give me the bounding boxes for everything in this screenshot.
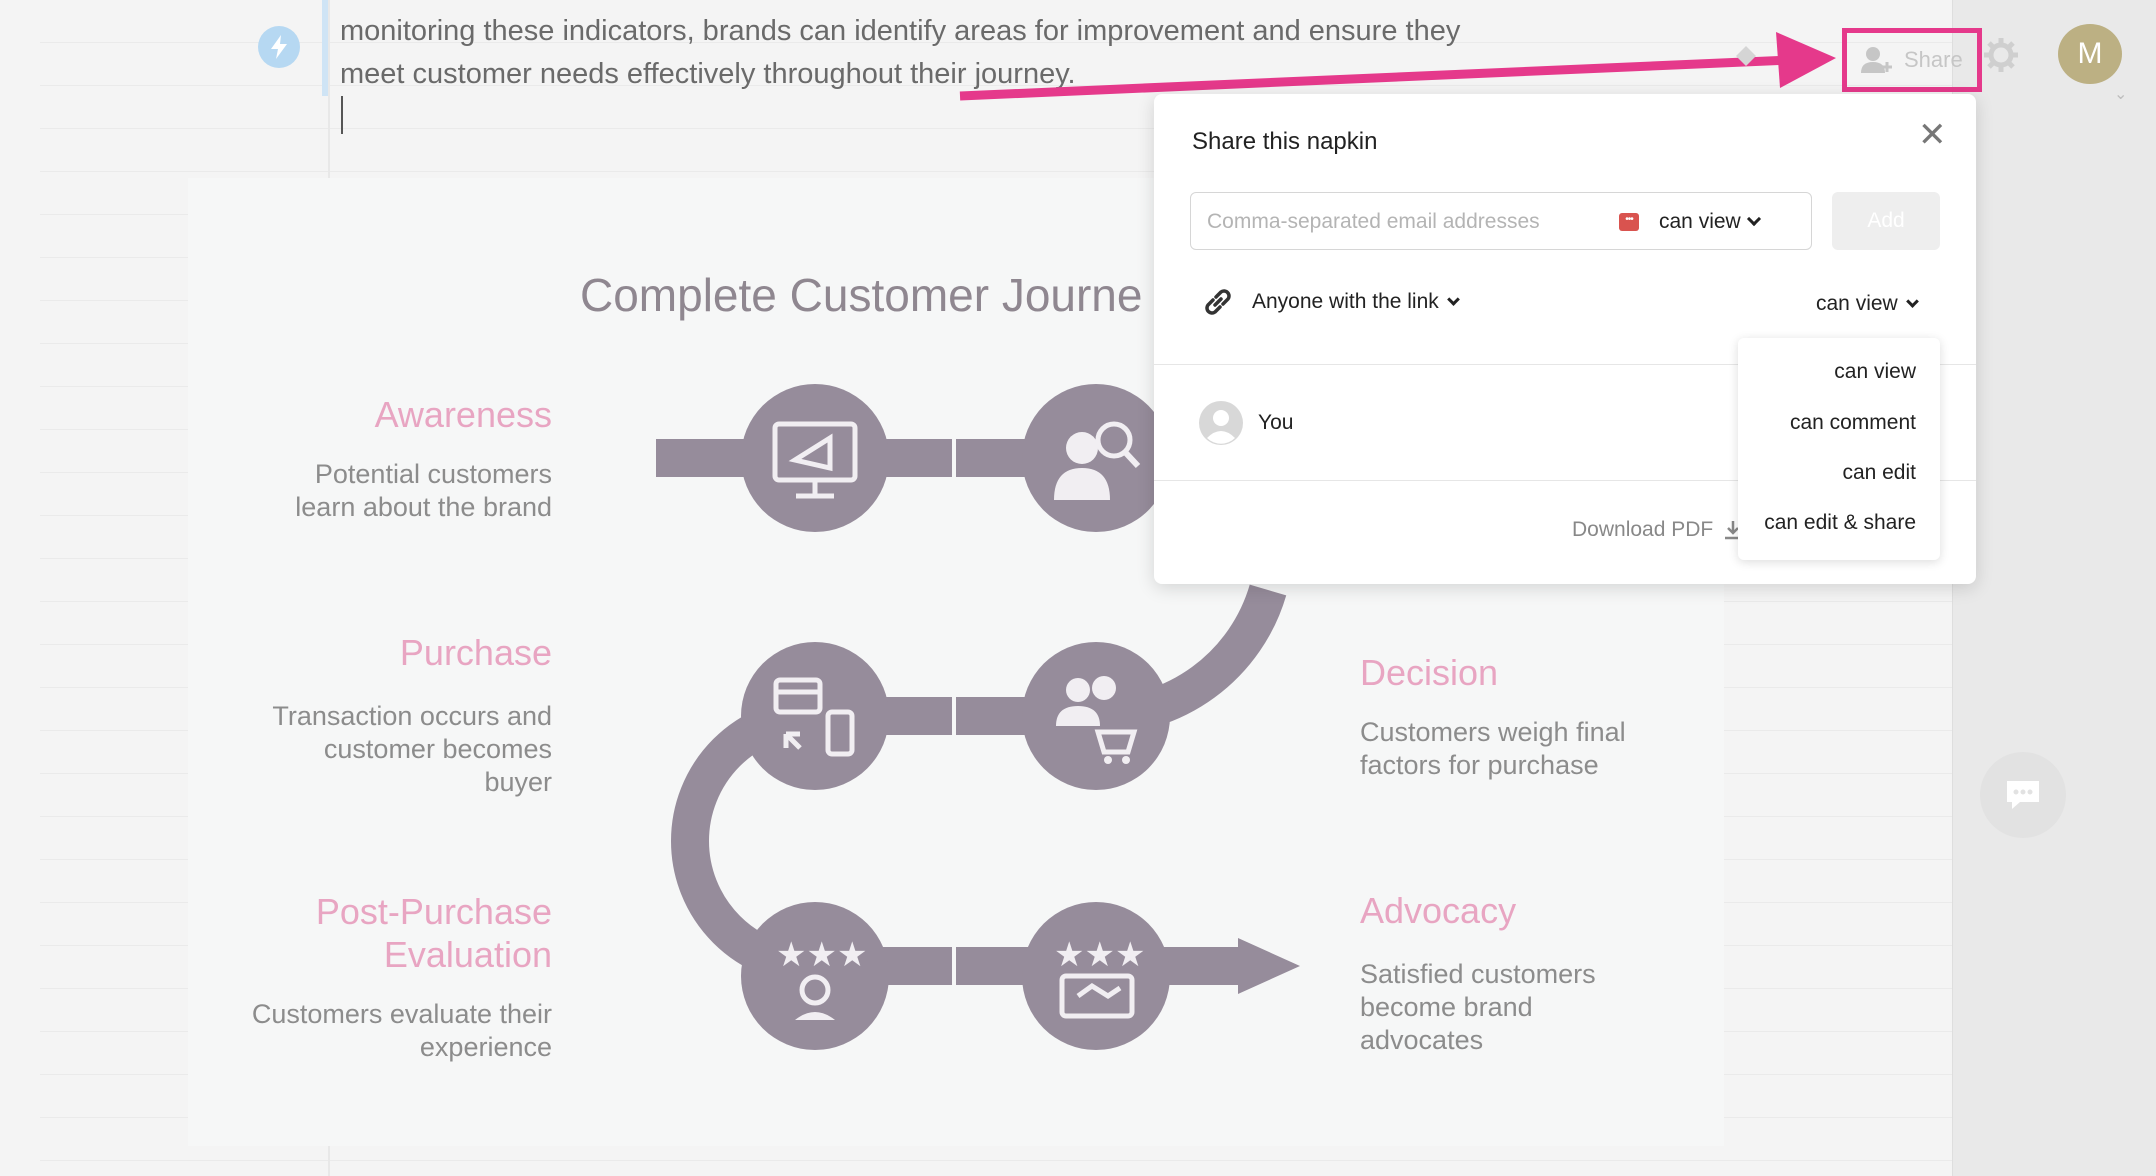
desc-line: factors for purchase: [1360, 750, 1599, 780]
permission-menu: can view can comment can edit can edit &…: [1738, 338, 1940, 560]
generate-visual-button[interactable]: [258, 26, 300, 68]
email-field-container: ••• can view: [1190, 192, 1812, 250]
person-search-icon: [1054, 421, 1141, 500]
desc-line: Customers weigh final: [1360, 717, 1626, 747]
paint-bucket-icon[interactable]: [1732, 40, 1762, 70]
person-stars-icon: ★★★: [776, 935, 867, 1020]
stage-title-post-purchase: Post-Purchase Evaluation: [252, 890, 552, 976]
dialog-title: Share this napkin: [1192, 128, 1378, 155]
email-permission-select[interactable]: can view: [1659, 205, 1761, 239]
link-permission-value: can view: [1816, 292, 1898, 315]
desc-line: experience: [419, 1032, 552, 1062]
stage-desc-decision: Customers weigh final factors for purcha…: [1360, 716, 1720, 782]
svg-text:★★★: ★★★: [776, 935, 867, 975]
member-row: You: [1198, 400, 1293, 446]
user-avatar[interactable]: M: [2058, 24, 2122, 84]
document-text[interactable]: monitoring these indicators, brands can …: [340, 10, 1560, 96]
text-line: monitoring these indicators, brands can …: [340, 15, 1461, 47]
menu-item-can-edit-share[interactable]: can edit & share: [1764, 511, 1916, 534]
desc-line: advocates: [1360, 1025, 1484, 1055]
chevron-down-icon: [1905, 294, 1919, 308]
user-icon: [1199, 401, 1243, 445]
stage-title-decision: Decision: [1360, 652, 1499, 693]
menu-item-can-view[interactable]: can view: [1834, 360, 1916, 383]
download-pdf-button[interactable]: Download PDF: [1572, 518, 1743, 542]
link-icon: [1205, 289, 1231, 315]
stage-desc-advocacy: Satisfied customers become brand advocat…: [1360, 958, 1720, 1057]
divider: [1154, 480, 1976, 481]
right-margin-panel: [1952, 0, 2156, 1176]
desc-line: Customers evaluate their: [251, 999, 552, 1029]
gear-icon[interactable]: [1982, 36, 2020, 74]
text-cursor: [341, 96, 343, 134]
title-line: Post-Purchase: [315, 891, 552, 932]
chat-button[interactable]: [1980, 752, 2066, 838]
share-highlight-box: [1842, 28, 1982, 92]
block-selection-bar: [322, 0, 328, 96]
stage-desc-post-purchase: Customers evaluate their experience: [200, 998, 552, 1064]
close-icon[interactable]: ✕: [1918, 116, 1947, 154]
text-line: meet customer needs effectively througho…: [340, 58, 1076, 90]
handshake-stars-icon: ★★★: [1054, 935, 1145, 1019]
link-access-select[interactable]: Anyone with the link: [1202, 286, 1460, 318]
stage-desc-awareness: Potential customers learn about the bran…: [200, 458, 552, 524]
member-name: You: [1258, 411, 1294, 434]
divider: [1154, 364, 1976, 365]
chat-icon: [2007, 781, 2039, 809]
stage-title-advocacy: Advocacy: [1360, 890, 1517, 931]
add-person-icon: [1861, 47, 1892, 73]
desc-line: become brand: [1360, 992, 1533, 1022]
stage-desc-purchase: Transaction occurs and customer becomes …: [200, 700, 552, 799]
email-permission-value: can view: [1659, 210, 1741, 233]
link-permission-select[interactable]: can view: [1816, 292, 1919, 316]
email-input[interactable]: [1207, 207, 1597, 237]
menu-item-can-comment[interactable]: can comment: [1789, 411, 1916, 434]
chevron-down-icon: [1446, 292, 1460, 306]
infographic-title: Complete Customer Journe: [580, 269, 1143, 321]
desc-line: Potential customers: [314, 459, 552, 489]
title-line: Evaluation: [383, 934, 552, 975]
desc-line: customer becomes: [323, 734, 552, 764]
link-access-value: Anyone with the link: [1252, 290, 1439, 313]
share-label: Share: [1904, 47, 1963, 72]
megaphone-monitor-icon: [772, 421, 858, 499]
chevron-down-icon[interactable]: ⌄: [2114, 86, 2128, 103]
card-phone-icon: [773, 677, 855, 757]
desc-line: Transaction occurs and: [272, 701, 552, 731]
awareness-node: [741, 384, 889, 532]
link-access-label: Anyone with the link: [1252, 290, 1460, 314]
lightning-icon: [271, 35, 287, 59]
people-cart-icon: [1056, 676, 1138, 764]
menu-item-can-edit[interactable]: can edit: [1842, 461, 1916, 484]
desc-line: learn about the brand: [295, 492, 552, 522]
stage-title-purchase: Purchase: [399, 632, 552, 673]
svg-text:★★★: ★★★: [1054, 935, 1145, 975]
share-button[interactable]: Share: [1850, 36, 1974, 84]
download-pdf-label: Download PDF: [1572, 518, 1714, 541]
desc-line: Satisfied customers: [1360, 959, 1596, 989]
advocacy-arrowhead: [1238, 938, 1300, 994]
chevron-down-icon: [1746, 211, 1761, 227]
password-manager-icon[interactable]: •••: [1619, 213, 1639, 231]
stage-title-awareness: Awareness: [374, 394, 552, 435]
desc-line: buyer: [484, 767, 552, 797]
add-button[interactable]: Add: [1832, 192, 1940, 250]
